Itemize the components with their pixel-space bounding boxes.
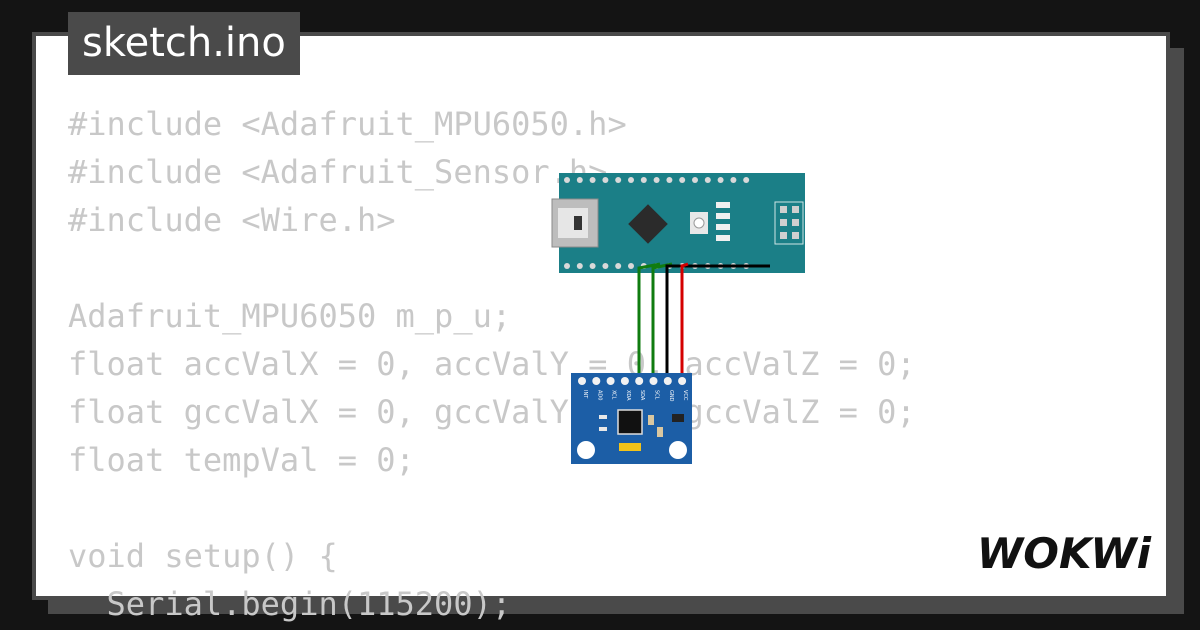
code-line: #include <Adafruit_MPU6050.h>	[68, 105, 627, 143]
code-line: Serial.begin(115200);	[68, 585, 512, 623]
mpu-chip	[617, 409, 643, 435]
sensor-pin-label: SCL	[654, 390, 660, 400]
header-pin[interactable]	[602, 263, 609, 269]
smd-component	[657, 427, 663, 437]
sensor-pin-label: GND	[668, 390, 674, 402]
header-pin[interactable]	[564, 263, 570, 269]
arduino-nano-board[interactable]	[551, 173, 805, 273]
header-pin[interactable]	[602, 177, 609, 183]
led-on	[716, 224, 730, 230]
sensor-pin[interactable]	[678, 377, 687, 385]
file-tab[interactable]: sketch.ino	[68, 12, 300, 75]
code-line: Adafruit_MPU6050 m_p_u;	[68, 297, 512, 335]
icsp-pin	[792, 232, 799, 239]
led-tx	[716, 202, 730, 208]
header-pin[interactable]	[692, 177, 698, 183]
board-pcb	[559, 173, 805, 273]
icsp-pin	[780, 219, 787, 226]
header-pin[interactable]	[589, 177, 596, 183]
header-pin[interactable]	[564, 177, 570, 183]
sensor-pin[interactable]	[635, 377, 644, 385]
header-pin[interactable]	[704, 177, 711, 183]
circuit-diagram: INT AD0 XCL XDA SDA SCL GND VCC	[551, 173, 805, 464]
sensor-pin[interactable]	[663, 377, 672, 385]
header-pin[interactable]	[589, 263, 596, 269]
wokwi-logo[interactable]: WOKWi	[976, 526, 1152, 578]
code-line: void setup() {	[68, 537, 338, 575]
sensor-pin-label: INT	[582, 390, 588, 399]
smd-component	[599, 427, 607, 431]
preview-card	[32, 32, 1170, 600]
sensor-pin[interactable]	[620, 377, 629, 385]
sensor-pin-label: SDA	[639, 390, 645, 401]
smd-component	[599, 415, 607, 419]
header-pin[interactable]	[743, 177, 750, 183]
header-pin[interactable]	[679, 177, 686, 183]
code-line: #include <Adafruit_Sensor.h>	[68, 153, 608, 191]
header-pin[interactable]	[576, 263, 583, 269]
icsp-header	[774, 201, 804, 245]
sensor-pin[interactable]	[649, 377, 658, 385]
sensor-pin[interactable]	[578, 377, 586, 385]
code-line	[68, 484, 916, 532]
code-line: float accValX = 0, accValY = 0, accValZ …	[68, 345, 916, 383]
sensor-pin[interactable]	[606, 377, 615, 385]
sensor-pin-header: INT AD0 XCL XDA SDA SCL GND VCC	[578, 377, 688, 402]
usb-socket	[558, 208, 588, 238]
sensor-pin-label: AD0	[596, 390, 602, 400]
header-pin[interactable]	[628, 263, 634, 269]
sensor-pin-label: XDA	[625, 390, 631, 401]
led-rx	[716, 213, 730, 219]
header-pin[interactable]	[717, 177, 724, 183]
code-line: #include <Wire.h>	[68, 201, 396, 239]
wires	[637, 262, 770, 381]
sensor-pin[interactable]	[592, 377, 601, 385]
wire-scl[interactable]	[651, 262, 673, 381]
header-pin[interactable]	[628, 177, 634, 183]
icsp-pin	[792, 206, 799, 213]
header-pin[interactable]	[653, 177, 660, 183]
usb-port-icon	[574, 216, 582, 230]
icsp-pin	[780, 206, 787, 213]
reset-button-cap	[693, 217, 705, 229]
mounting-hole	[577, 441, 595, 459]
header-pin[interactable]	[615, 177, 622, 183]
smd-component	[648, 415, 654, 425]
wire-vcc[interactable]	[680, 262, 689, 381]
wire-sda[interactable]	[637, 262, 661, 381]
header-pin[interactable]	[640, 177, 647, 183]
mcu-chip	[628, 204, 668, 244]
header-pin[interactable]	[730, 177, 737, 183]
logo-text: WOKWi	[977, 529, 1152, 578]
top-header-pins	[564, 177, 750, 183]
voltage-regulator	[672, 414, 684, 422]
wire-gnd[interactable]	[665, 264, 770, 381]
mpu6050-sensor-module[interactable]: INT AD0 XCL XDA SDA SCL GND VCC	[571, 373, 692, 464]
header-pin[interactable]	[576, 177, 583, 183]
code-line: float tempVal = 0;	[68, 441, 415, 479]
header-pin[interactable]	[666, 177, 673, 183]
mounting-hole	[669, 441, 687, 459]
icsp-pin	[792, 219, 799, 226]
smd-crystal	[619, 443, 641, 451]
sensor-pin-label: VCC	[682, 390, 688, 401]
header-pin[interactable]	[615, 263, 622, 269]
sensor-pin-label: XCL	[611, 390, 617, 400]
led-l	[716, 235, 730, 241]
icsp-pin	[780, 232, 787, 239]
